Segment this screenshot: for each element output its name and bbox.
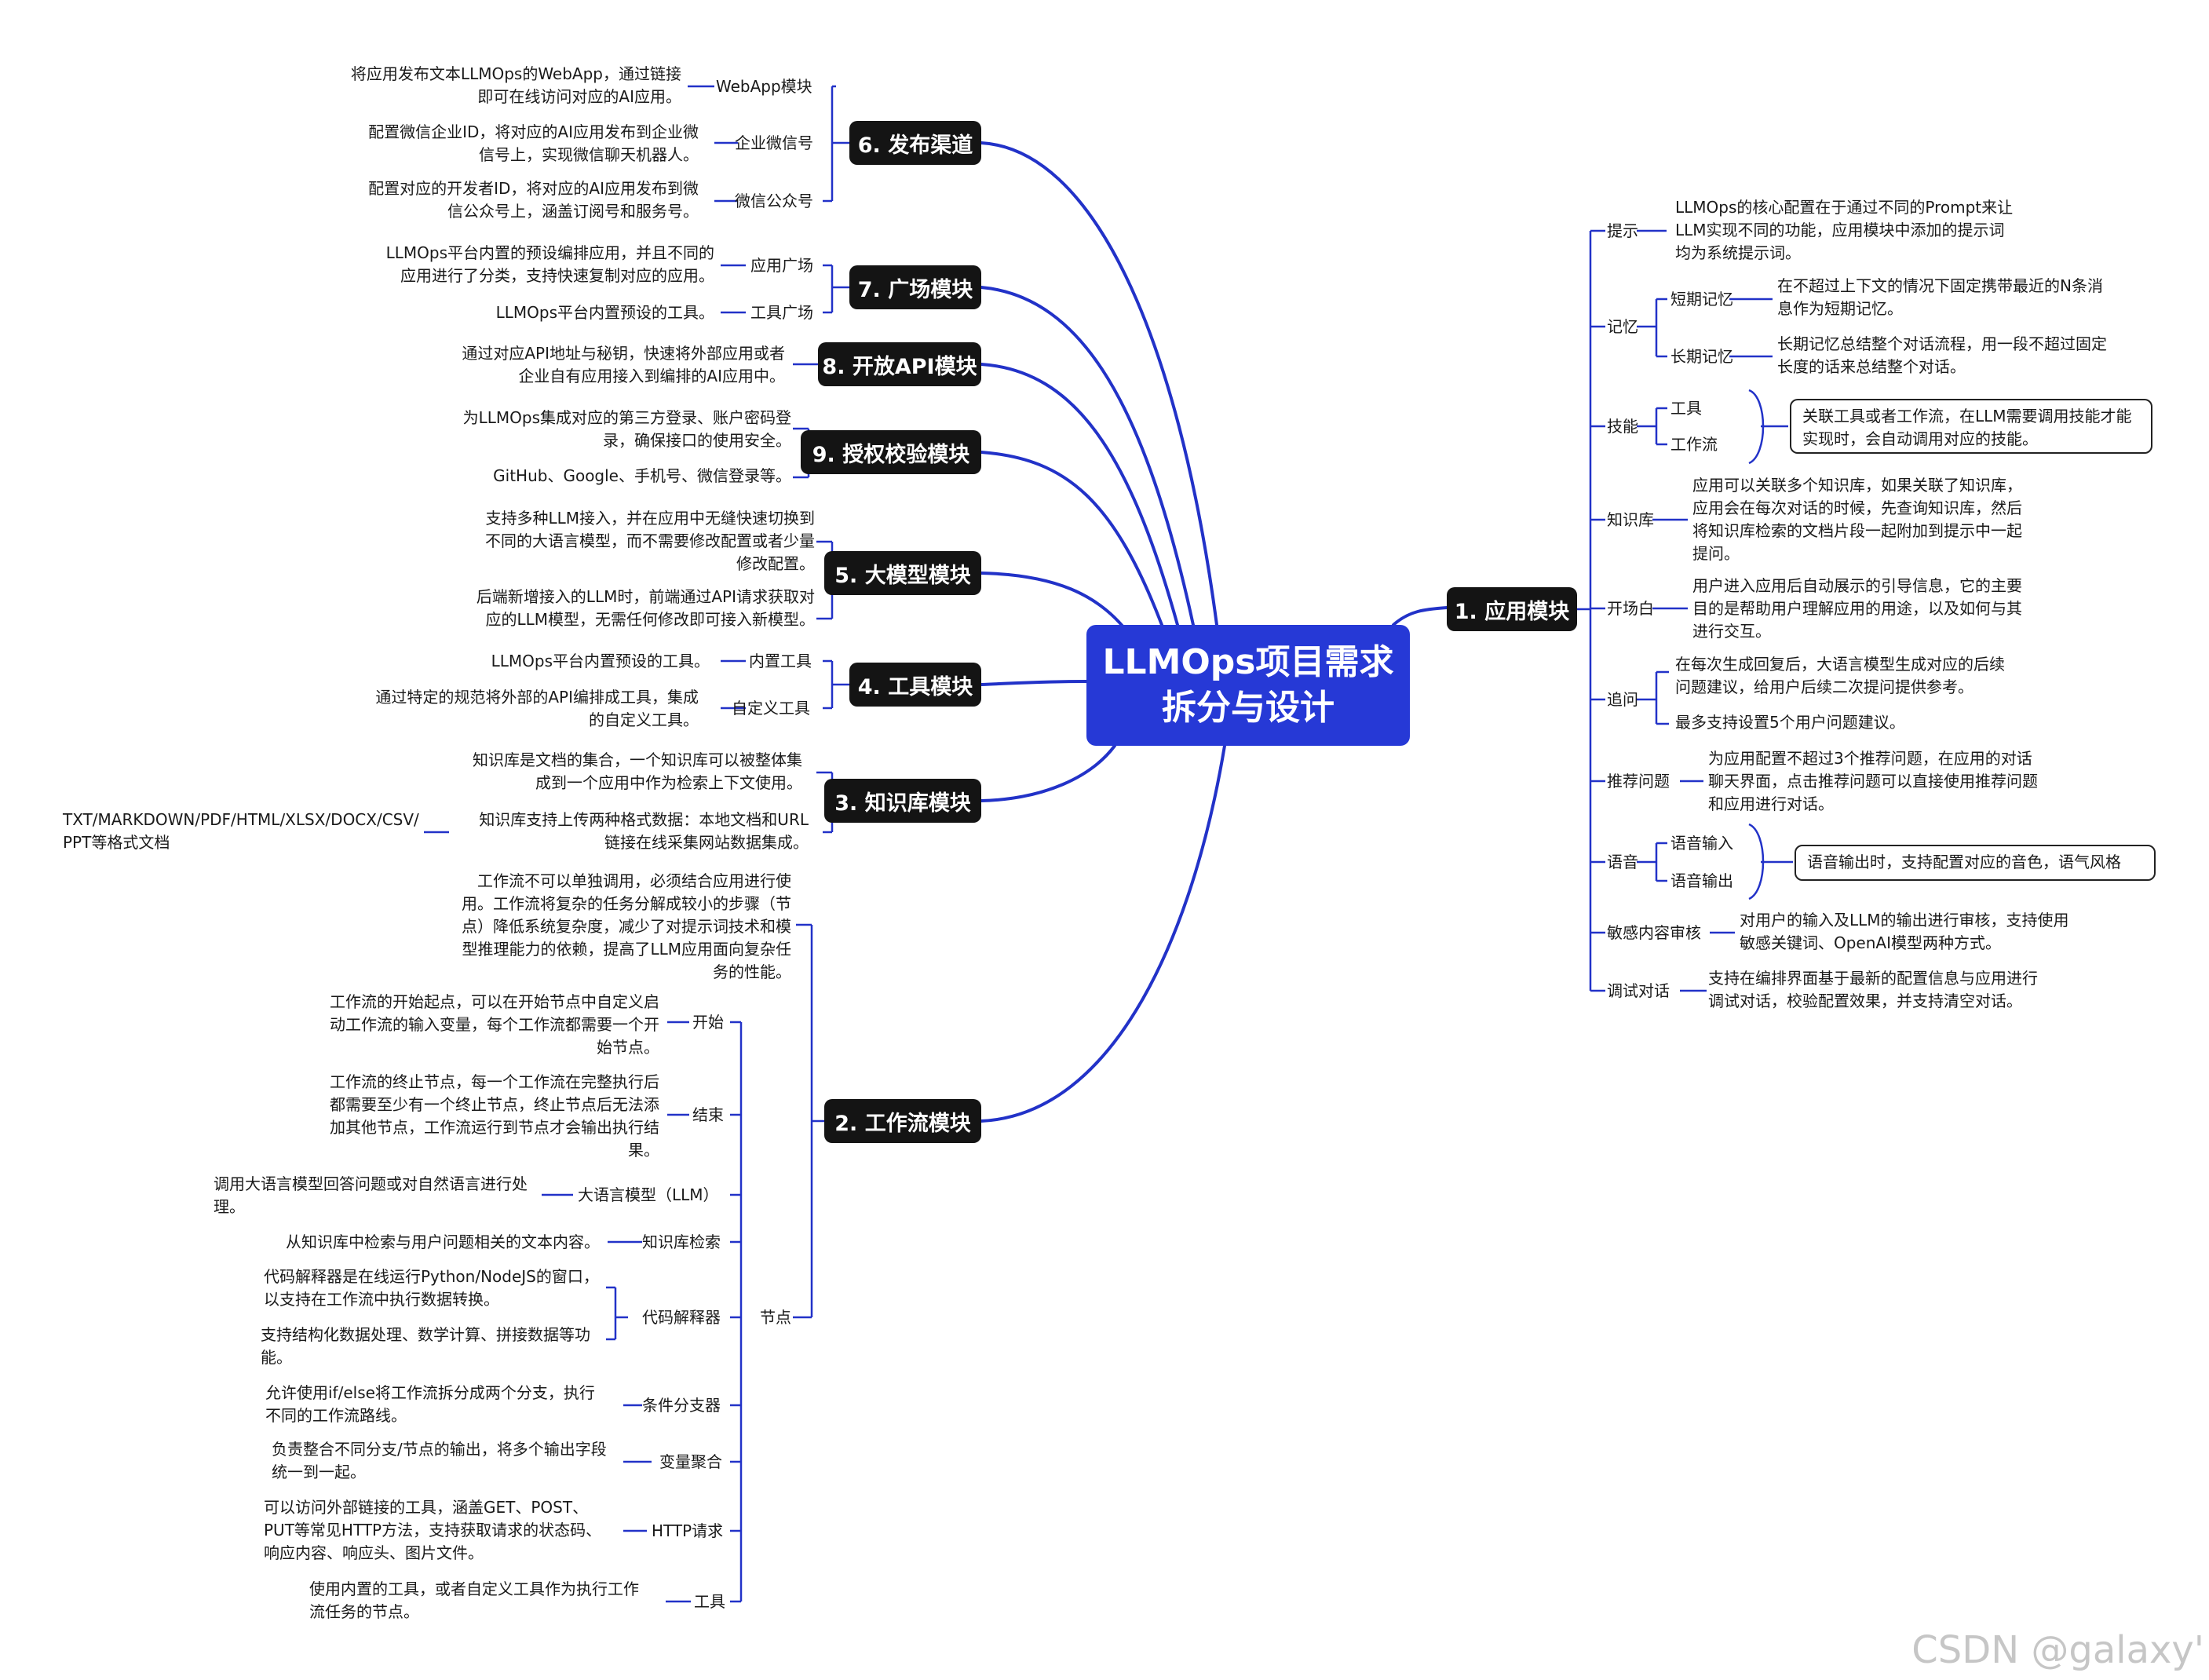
node-code-label[interactable]: 代码解释器 (642, 1308, 721, 1327)
app-voice-note: 语音输出时，支持配置对应的音色，语气风格 (1795, 845, 2156, 881)
app-suggest-desc: 为应用配置不超过3个推荐问题，在应用的对话 聊天界面，点击推荐问题可以直接使用推… (1708, 749, 2038, 813)
app-skill-label[interactable]: 技能 (1607, 417, 1638, 436)
app-prompt-label[interactable]: 提示 (1607, 221, 1638, 240)
plaza-tools-desc: LLMOps平台内置预设的工具。 (495, 303, 714, 322)
node-end-label[interactable]: 结束 (692, 1105, 724, 1124)
knowledge-formats-desc: TXT/MARKDOWN/PDF/HTML/XLSX/DOCX/CSV/ PPT… (63, 810, 419, 852)
app-debug-label[interactable]: 调试对话 (1607, 981, 1670, 1000)
topic-tool-module[interactable]: 4. 工具模块 (849, 663, 981, 707)
plaza-apps-desc: LLMOps平台内置的预设编排应用，并且不同的 应用进行了分类，支持快速复制对应… (385, 243, 714, 285)
node-tool-label[interactable]: 工具 (694, 1592, 725, 1611)
topic-plaza-module[interactable]: 7. 广场模块 (849, 265, 981, 309)
app-opening-label[interactable]: 开场白 (1607, 599, 1654, 618)
app-long-memory-desc: 长期记忆总结整个对话流程，用一段不超过固定 长度的话来总结整个对话。 (1777, 334, 2107, 376)
watermark: CSDN @galaxy' (1911, 1628, 2204, 1672)
tool-builtin-desc: LLMOps平台内置预设的工具。 (491, 652, 710, 670)
app-opening-desc: 用户进入应用后自动展示的引导信息，它的主要 目的是帮助用户理解应用的用途，以及如… (1692, 576, 2022, 641)
app-short-memory-desc: 在不超过上下文的情况下固定携带最近的N条消 息作为短期记忆。 (1777, 276, 2103, 318)
topic-knowledge-module[interactable]: 3. 知识库模块 (824, 779, 981, 823)
publish-wechat-label[interactable]: 微信公众号 (735, 192, 813, 210)
knowledge-desc-2: 知识库支持上传两种格式数据：本地文档和URL 链接在线采集网站数据集成。 (479, 810, 809, 852)
node-code-desc-2: 支持结构化数据处理、数学计算、拼接数据等功 能。 (261, 1325, 590, 1367)
minor-branches (424, 85, 1793, 1603)
app-skill-note: 关联工具或者工作流，在LLM需要调用技能才能 实现时，会自动调用对应的技能。 (1790, 399, 2152, 454)
app-knowledge-label[interactable]: 知识库 (1607, 510, 1654, 529)
publish-wechat-desc: 配置对应的开发者ID，将对应的AI应用发布到微 信公众号上，涵盖订阅号和服务号。 (368, 179, 699, 221)
app-skill-tool-label[interactable]: 工具 (1670, 399, 1702, 418)
topic-open-api-module[interactable]: 8. 开放API模块 (818, 342, 981, 386)
tool-builtin-label[interactable]: 内置工具 (749, 652, 812, 670)
app-voice-input-label[interactable]: 语音输入 (1670, 834, 1733, 853)
topic-auth-module[interactable]: 9. 授权校验模块 (801, 430, 981, 474)
app-followup-desc-2: 最多支持设置5个用户问题建议。 (1675, 713, 1905, 732)
node-retrieval-label[interactable]: 知识库检索 (642, 1233, 721, 1251)
publish-webapp-label[interactable]: WebApp模块 (716, 77, 812, 96)
workflow-desc: 工作流不可以单独调用，必须结合应用进行使 用。工作流将复杂的任务分解成较小的步骤… (462, 871, 791, 981)
topic-publish-channel[interactable]: 6. 发布渠道 (849, 121, 981, 165)
app-knowledge-desc: 应用可以关联多个知识库，如果关联了知识库， 应用会在每次对话的时候，先查询知识库… (1692, 476, 2022, 563)
node-http-desc: 可以访问外部链接的工具，涵盖GET、POST、 PUT等常见HTTP方法，支持获… (264, 1498, 602, 1562)
app-skill-workflow-label[interactable]: 工作流 (1670, 435, 1718, 454)
tool-custom-label[interactable]: 自定义工具 (732, 699, 810, 718)
app-debug-desc: 支持在编排界面基于最新的配置信息与应用进行 调试对话，校验配置效果，并支持清空对… (1708, 969, 2038, 1010)
app-long-memory-label[interactable]: 长期记忆 (1670, 347, 1733, 366)
app-followup-desc-1: 在每次生成回复后，大语言模型生成对应的后续 问题建议，给用户后续二次提问提供参考… (1675, 655, 2005, 696)
app-followup-label[interactable]: 追问 (1607, 690, 1638, 709)
open-api-desc: 通过对应API地址与秘钥，快速将外部应用或者 企业自有应用接入到编排的AI应用中… (462, 344, 785, 385)
auth-desc-2: GitHub、Google、手机号、微信登录等。 (493, 466, 791, 485)
plaza-apps-label[interactable]: 应用广场 (750, 256, 813, 275)
knowledge-desc-1: 知识库是文档的集合，一个知识库可以被整体集 成到一个应用中作为检索上下文使用。 (473, 751, 802, 792)
node-condition-desc: 允许使用if/else将工作流拆分成两个分支，执行 不同的工作流路线。 (265, 1383, 595, 1425)
node-start-desc: 工作流的开始起点，可以在开始节点中自定义启 动工作流的输入变量，每个工作流都需要… (330, 992, 659, 1057)
root-branches (980, 141, 1448, 1123)
app-prompt-desc: LLMOps的核心配置在于通过不同的Prompt来让 LLM实现不同的功能，应用… (1675, 198, 2014, 262)
app-voice-output-label[interactable]: 语音输出 (1670, 871, 1733, 890)
llm-desc-1: 支持多种LLM接入，并在应用中无缝快速切换到 不同的大语言模型，而不需要修改配置… (485, 509, 815, 573)
node-end-desc: 工作流的终止节点，每一个工作流在完整执行后 都需要至少有一个终止节点，终止节点后… (330, 1072, 659, 1160)
app-review-desc: 对用户的输入及LLM的输出进行审核，支持使用 敏感关键词、OpenAI模型两种方… (1740, 911, 2069, 952)
publish-wecom-label[interactable]: 企业微信号 (735, 133, 813, 152)
node-llm-label[interactable]: 大语言模型（LLM） (578, 1185, 719, 1204)
app-suggest-label[interactable]: 推荐问题 (1607, 772, 1670, 791)
node-start-label[interactable]: 开始 (692, 1013, 724, 1032)
workflow-nodes-label[interactable]: 节点 (760, 1308, 791, 1327)
node-retrieval-desc: 从知识库中检索与用户问题相关的文本内容。 (286, 1233, 600, 1251)
auth-desc-1: 为LLMOps集成对应的第三方登录、账户密码登 录，确保接口的使用安全。 (462, 408, 791, 450)
node-condition-label[interactable]: 条件分支器 (642, 1396, 721, 1415)
topic-workflow-module[interactable]: 2. 工作流模块 (824, 1099, 981, 1143)
app-review-label[interactable]: 敏感内容审核 (1607, 923, 1701, 942)
node-tool-desc: 使用内置的工具，或者自定义工具作为执行工作 流任务的节点。 (309, 1580, 639, 1621)
node-code-desc-1: 代码解释器是在线运行Python/NodeJS的窗口， 以支持在工作流中执行数据… (264, 1267, 599, 1309)
plaza-tools-label[interactable]: 工具广场 (750, 303, 813, 322)
publish-wecom-desc: 配置微信企业ID，将对应的AI应用发布到企业微 信号上，实现微信聊天机器人。 (368, 122, 699, 164)
node-aggregate-label[interactable]: 变量聚合 (659, 1452, 722, 1471)
app-short-memory-label[interactable]: 短期记忆 (1670, 290, 1733, 309)
publish-webapp-desc: 将应用发布文本LLMOps的WebApp，通过链接 即可在线访问对应的AI应用。 (350, 64, 681, 106)
llm-desc-2: 后端新增接入的LLM时，前端通过API请求获取对 应的LLM模型，无需任何修改即… (476, 587, 815, 629)
root-node[interactable]: LLMOps项目需求 拆分与设计 (1086, 625, 1410, 746)
app-voice-label[interactable]: 语音 (1607, 853, 1638, 871)
node-http-label[interactable]: HTTP请求 (652, 1521, 724, 1540)
node-llm-desc: 调用大语言模型回答问题或对自然语言进行处 理。 (214, 1174, 528, 1216)
topic-llm-module[interactable]: 5. 大模型模块 (824, 551, 981, 595)
node-aggregate-desc: 负责整合不同分支/节点的输出，将多个输出字段 统一到一起。 (272, 1440, 607, 1481)
tool-custom-desc: 通过特定的规范将外部的API编排成工具，集成 的自定义工具。 (375, 688, 699, 729)
app-memory-label[interactable]: 记忆 (1607, 317, 1638, 336)
topic-app-module[interactable]: 1. 应用模块 (1447, 587, 1577, 631)
